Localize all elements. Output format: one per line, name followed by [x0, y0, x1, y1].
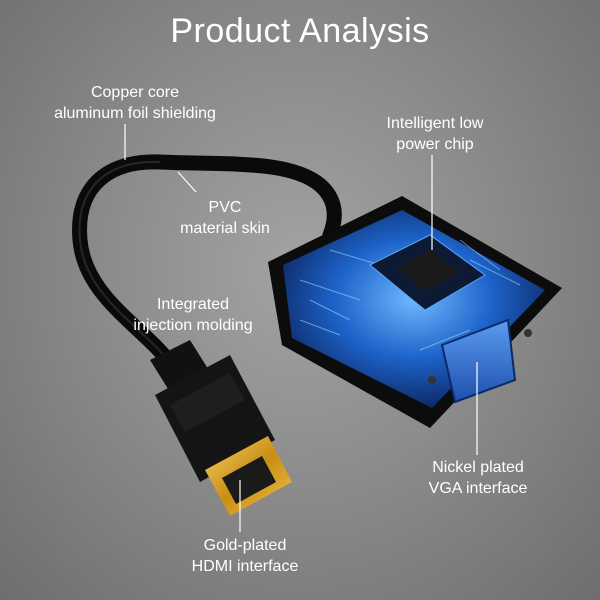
label-line: Intelligent low [386, 115, 484, 132]
label-line: material skin [180, 220, 270, 237]
label-line: VGA interface [428, 480, 528, 497]
label-copper-core: Copper core aluminum foil shielding [54, 82, 216, 124]
label-line: Copper core [90, 84, 180, 101]
label-line: Nickel plated [432, 459, 524, 476]
page-title: Product Analysis [170, 12, 430, 50]
label-line: HDMI interface [191, 558, 299, 575]
vga-adapter [268, 196, 562, 428]
label-chip: Intelligent low power chip [387, 113, 484, 155]
leader-lines [124, 124, 478, 532]
label-line: Integrated [156, 296, 230, 313]
label-line: aluminum foil shielding [54, 105, 216, 122]
label-line: Gold-plated [203, 537, 287, 554]
label-line: PVC [208, 199, 242, 216]
label-line: injection molding [133, 317, 253, 334]
label-pvc: PVC material skin [180, 197, 270, 239]
label-hdmi: Gold-plated HDMI interface [192, 535, 299, 577]
label-molding: Integrated injection molding [133, 294, 252, 336]
hdmi-connector [150, 340, 292, 516]
label-vga: Nickel plated VGA interface [429, 457, 528, 499]
label-line: power chip [396, 136, 474, 153]
